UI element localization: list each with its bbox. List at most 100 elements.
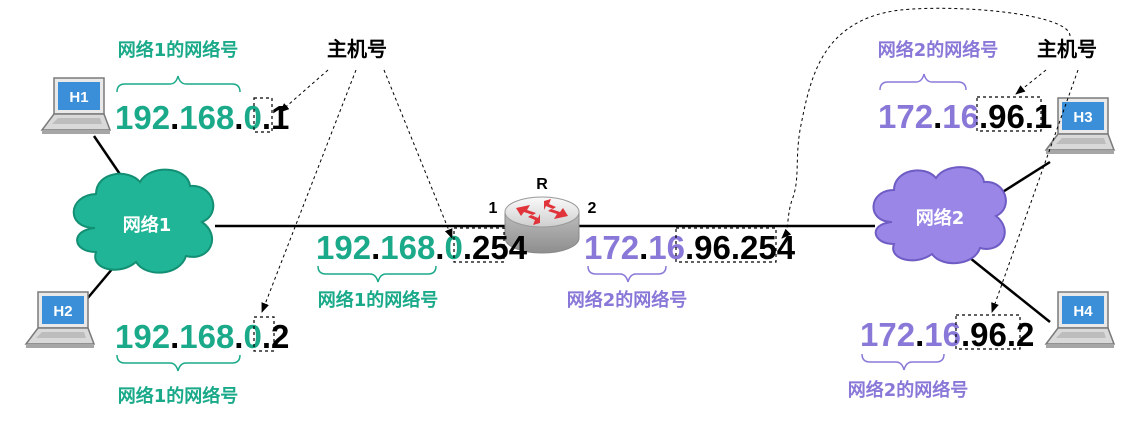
ip-dot: . <box>639 229 648 266</box>
label-net2-router: 网络2的网络号 <box>567 289 688 311</box>
arrow-to-h1-host <box>279 69 329 113</box>
label-net1-bottom: 网络1的网络号 <box>118 385 239 407</box>
laptop-label-h3: H3 <box>1073 109 1092 126</box>
ip-dot: . <box>685 229 694 266</box>
ip-net-octet: 0 <box>444 229 462 266</box>
cloud-net1: 网络1 <box>72 168 215 274</box>
cloud-net2: 网络2 <box>872 166 1007 265</box>
ip-host-part: 254 <box>472 229 528 266</box>
ip-net-octet: 16 <box>924 316 961 353</box>
ip-net-octet: 0 <box>243 318 261 355</box>
ip-net-octet: 168 <box>380 229 435 266</box>
host-box-r2 <box>675 227 777 263</box>
ip-dot: . <box>170 99 179 136</box>
laptop-screen <box>1062 296 1104 324</box>
arrow-to-h3-host <box>1015 69 1047 95</box>
cloud-net1-shape <box>72 168 215 274</box>
ip-h4: 172.16.96.2 <box>860 316 1034 353</box>
arrow-to-r2-host <box>781 7 1071 239</box>
ip-net-octet: 192 <box>316 229 371 266</box>
laptop-edge <box>1046 344 1114 348</box>
router-r: R 1 2 <box>489 176 597 254</box>
laptop-keyboard <box>1056 332 1106 338</box>
cloud-net2-shape <box>872 166 1007 265</box>
ip-host-part: 96.2 <box>970 316 1034 353</box>
link-net2-h4 <box>959 249 1051 323</box>
label-net1-router: 网络1的网络号 <box>318 289 439 311</box>
ip-dot: . <box>915 316 924 353</box>
laptop-screen <box>1062 102 1104 130</box>
ip-net-octet: 172 <box>860 316 915 353</box>
ip-net-octet: 168 <box>179 99 234 136</box>
ip-router-port1: 192.168.0.254 <box>316 229 528 266</box>
laptop-label-h1: H1 <box>69 89 88 106</box>
host-box-h1 <box>253 97 273 133</box>
laptop-label-h4: H4 <box>1073 303 1093 320</box>
laptop-edge <box>26 344 94 348</box>
ip-host-part: 1 <box>271 99 289 136</box>
ip-net-octet: 192 <box>115 318 170 355</box>
ip-dot: . <box>234 318 243 355</box>
brace-r2 <box>587 265 667 283</box>
ip-net-octet: 16 <box>942 98 979 135</box>
ip-host-part: 96.254 <box>694 229 796 266</box>
brace-r1 <box>317 265 437 283</box>
arrow-to-h4-host <box>991 69 1079 313</box>
host-box-r1 <box>453 227 505 263</box>
router-name: R <box>536 176 548 193</box>
brace-h4 <box>861 353 945 371</box>
ip-h3: 172.16.96.1 <box>878 98 1052 135</box>
arrow-to-h2-host <box>261 69 357 313</box>
ip-dot: . <box>170 318 179 355</box>
router-top <box>504 196 580 228</box>
ip-host-part: 2 <box>271 318 289 355</box>
label-host-left: 主机号 <box>327 37 387 61</box>
ip-host-part: 96.1 <box>988 98 1052 135</box>
ip-net-octet: 168 <box>179 318 234 355</box>
ip-dot: . <box>979 98 988 135</box>
ip-dot: . <box>262 99 271 136</box>
host-box-h3 <box>976 96 1042 132</box>
laptop-keyboard <box>36 332 86 338</box>
router-port-1: 1 <box>489 200 498 217</box>
router-arrows-icon <box>516 199 568 225</box>
ip-dot: . <box>463 229 472 266</box>
laptop-h1: H1 <box>40 77 112 134</box>
host-boxes <box>253 96 1042 352</box>
arrow-to-r1-host <box>383 69 453 239</box>
ip-dot: . <box>961 316 970 353</box>
label-net2-top: 网络2的网络号 <box>878 39 999 61</box>
laptop-screen <box>42 296 84 324</box>
ip-dot: . <box>262 318 271 355</box>
ip-dot: . <box>371 229 380 266</box>
pointer-arrows <box>261 7 1079 313</box>
brace-h1 <box>116 75 241 93</box>
laptop-edge <box>1046 150 1114 154</box>
ip-net-octet: 172 <box>878 98 933 135</box>
label-host-right: 主机号 <box>1037 37 1097 61</box>
laptop-h2: H2 <box>24 291 96 348</box>
ip-net-octet: 192 <box>115 99 170 136</box>
brace-h2 <box>116 354 241 372</box>
ip-router-port2: 172.16.96.254 <box>584 229 796 266</box>
ip-net-octet: 0 <box>243 99 261 136</box>
host-box-h4 <box>955 314 1021 350</box>
ip-dot: . <box>933 98 942 135</box>
laptop-label-h2: H2 <box>53 303 72 320</box>
laptop-keyboard <box>52 118 102 124</box>
laptop-h4: H4 <box>1044 291 1116 348</box>
ip-h1: 192.168.0.1 <box>115 99 289 136</box>
host-box-h2 <box>253 316 275 352</box>
ip-dot: . <box>234 99 243 136</box>
label-net1-top: 网络1的网络号 <box>118 39 239 61</box>
router-port-2: 2 <box>588 200 597 217</box>
ip-dot: . <box>435 229 444 266</box>
label-net2-bottom: 网络2的网络号 <box>848 379 969 401</box>
brace-h3 <box>879 73 967 91</box>
laptop-edge <box>42 130 110 134</box>
laptop-keyboard <box>1056 138 1106 144</box>
laptop-screen <box>58 82 100 110</box>
brackets <box>116 73 967 372</box>
laptop-h3: H3 <box>1044 97 1116 154</box>
